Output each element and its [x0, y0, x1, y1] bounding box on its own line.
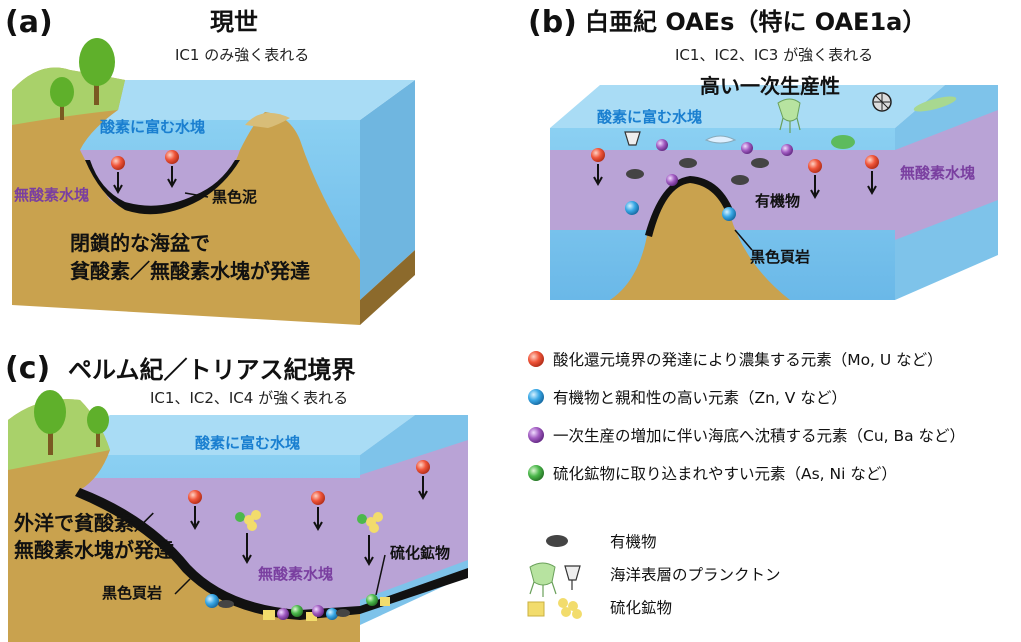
panel-c: (c) ペルム紀／トリアス紀境界 IC1、IC2、IC4 が強く表れる 酸素に富…: [5, 351, 468, 642]
redox-element-particle: [591, 148, 605, 162]
tree-icon: [34, 390, 66, 455]
organic-affinity-element-particle: [722, 207, 736, 221]
sulfide-mineral-icon: [357, 512, 383, 533]
organic-matter-icon: [731, 175, 749, 185]
organic-affinity-element-particle: [326, 608, 338, 620]
legend-red-dot: [528, 351, 544, 367]
organic-matter-icon: [218, 600, 234, 608]
redox-element-particle: [311, 491, 325, 505]
sulfide-mineral-icon: [380, 597, 390, 606]
legend-green-dot: [528, 465, 544, 481]
organic-matter-icon: [546, 535, 568, 547]
panel-c-subtitle: IC1、IC2、IC4 が強く表れる: [150, 389, 348, 407]
legend-item-1: 有機物と親和性の高い元素（Zn, V など）: [553, 389, 847, 407]
sulfide-element-particle: [291, 605, 303, 617]
redox-element-particle: [111, 156, 125, 170]
organic-affinity-element-particle: [625, 201, 639, 215]
legend-purple-dot: [528, 427, 544, 443]
panel-a-note-line2: 貧酸素／無酸素水塊が発達: [70, 259, 310, 283]
panel-b-oxic-label: 酸素に富む水塊: [597, 108, 702, 126]
panel-c-note-line2: 無酸素水塊が発達: [14, 538, 174, 562]
redox-element-particle: [808, 159, 822, 173]
plankton-icon: [872, 92, 892, 112]
productivity-element-particle: [666, 174, 678, 186]
panel-a-land: [12, 67, 360, 325]
panel-a-oxic-label: 酸素に富む水塊: [100, 118, 205, 136]
panel-c-anoxic-label: 無酸素水塊: [258, 565, 333, 583]
panel-a-anoxic-label: 無酸素水塊: [14, 186, 89, 204]
sulfide-mineral-icon: [263, 610, 275, 620]
panel-c-label: (c): [5, 351, 50, 386]
productivity-element-particle: [312, 605, 324, 617]
panel-c-land: [8, 399, 360, 642]
panel-b-black-shale: [645, 176, 735, 237]
sulfide-mineral-icon: [306, 612, 317, 621]
legend: 酸化還元境界の発達により濃集する元素（Mo, U など） 有機物と親和性の高い元…: [527, 350, 965, 619]
productivity-element-particle: [741, 142, 753, 154]
panel-a-side-water: [360, 80, 415, 300]
redox-element-particle: [188, 490, 202, 504]
organic-matter-icon: [751, 158, 769, 168]
redox-element-particle: [865, 155, 879, 169]
panel-c-note-line1: 外洋で貧酸素／: [14, 511, 154, 535]
panel-c-shale-label: 黒色頁岩: [102, 584, 162, 602]
tree-icon: [79, 38, 115, 105]
redox-element-particle: [165, 150, 179, 164]
plankton-icon: [624, 131, 641, 146]
panel-b-title: 白亜紀 OAEs（特に OAE1a）: [585, 8, 926, 36]
panel-b-organic-label: 有機物: [755, 192, 800, 210]
panel-b-shale-label: 黒色頁岩: [750, 248, 810, 266]
sulfide-element-particle: [366, 594, 378, 606]
legend-item-2: 一次生産の増加に伴い海底へ沈積する元素（Cu, Ba など）: [553, 427, 965, 445]
plankton-icon: [913, 96, 957, 112]
panel-c-sulfide-label: 硫化鉱物: [390, 544, 450, 562]
legend-blue-dot: [528, 389, 544, 405]
productivity-element-particle: [656, 139, 668, 151]
organic-matter-icon: [679, 158, 697, 168]
panel-b-seamount: [610, 180, 790, 300]
panel-a: (a) 現世 IC1 のみ強く表れる 酸素に富む水塊 無酸素水塊 黒色泥 閉鎖的…: [5, 5, 415, 325]
productivity-element-particle: [277, 608, 289, 620]
panel-c-oxic-label: 酸素に富む水塊: [195, 434, 300, 452]
organic-affinity-element-particle: [205, 594, 219, 608]
redox-element-particle: [416, 460, 430, 474]
productivity-element-particle: [781, 144, 793, 156]
sulfide-mineral-icon: [235, 510, 261, 531]
panel-a-title: 現世: [210, 8, 258, 36]
legend-symbol-0: 有機物: [610, 533, 657, 551]
panel-b: (b) 白亜紀 OAEs（特に OAE1a） IC1、IC2、IC3 が強く表れ…: [528, 5, 998, 300]
panel-a-mud-label: 黒色泥: [212, 188, 257, 206]
organic-matter-icon: [336, 609, 350, 617]
panel-c-title: ペルム紀／トリアス紀境界: [68, 356, 356, 384]
panel-b-anoxic-label: 無酸素水塊: [900, 164, 975, 182]
sulfide-mineral-icon: [527, 598, 582, 619]
plankton-icon: [704, 135, 737, 144]
panel-b-label: (b): [528, 5, 577, 40]
plankton-icon: [831, 135, 855, 149]
panel-a-subtitle: IC1 のみ強く表れる: [175, 46, 309, 64]
plankton-icon: [529, 562, 557, 597]
legend-item-3: 硫化鉱物に取り込まれやすい元素（As, Ni など）: [553, 465, 897, 483]
tree-icon: [50, 77, 74, 120]
panel-c-black-shale: [75, 488, 360, 620]
panel-a-label: (a): [5, 5, 53, 40]
plankton-icon: [564, 565, 581, 590]
legend-item-0: 酸化還元境界の発達により濃集する元素（Mo, U など）: [553, 350, 943, 369]
panel-b-productivity-label: 高い一次生産性: [700, 74, 840, 98]
tree-icon: [87, 406, 109, 447]
legend-symbol-2: 硫化鉱物: [610, 599, 672, 617]
legend-symbol-1: 海洋表層のプランクトン: [610, 566, 781, 584]
organic-matter-icon: [626, 169, 644, 179]
panel-a-note-line1: 閉鎖的な海盆で: [70, 231, 210, 255]
panel-b-subtitle: IC1、IC2、IC3 が強く表れる: [675, 46, 873, 64]
plankton-icon: [777, 98, 801, 133]
